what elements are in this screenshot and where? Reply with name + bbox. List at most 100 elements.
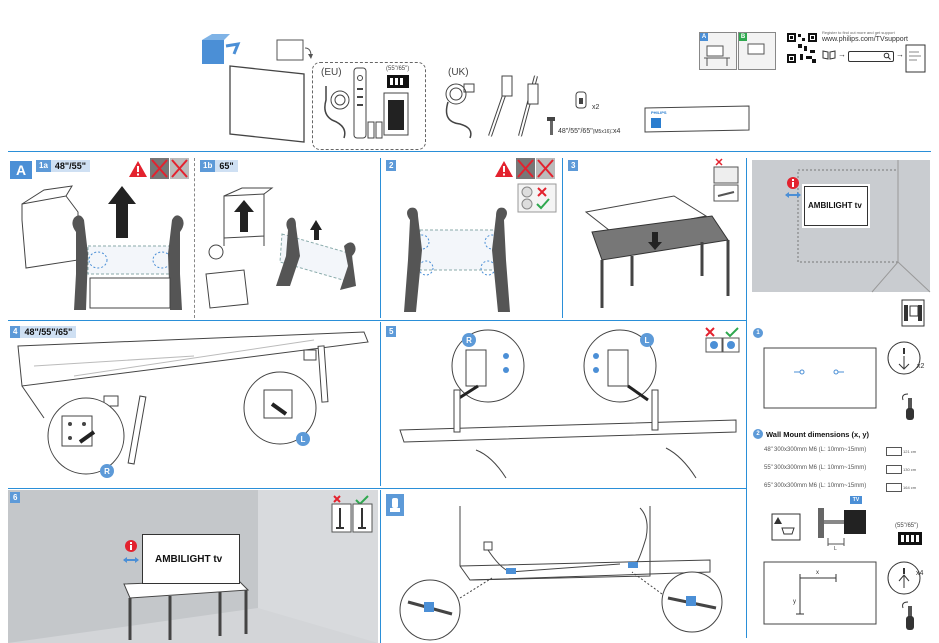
clip-quantity: x2 <box>592 104 600 111</box>
x4-label: x4 <box>916 570 924 577</box>
tv-panel-illustration <box>229 65 305 143</box>
uk-power-cord-icon <box>445 83 475 139</box>
r-marker-4: R <box>100 464 114 478</box>
screw-size-note: 48"/55"/65" <box>558 128 593 135</box>
no-touch-screen-icon-2 <box>516 158 555 179</box>
cable-tip-icon <box>386 494 404 516</box>
warning-icon-1a <box>129 161 147 177</box>
two-person-wall-icon <box>901 299 925 327</box>
support-text: Register to find out more and get suppor… <box>822 30 895 35</box>
search-field-illustration <box>848 51 894 62</box>
tv-back-screws-illustration <box>763 341 921 409</box>
divider-a-b <box>746 158 747 638</box>
row-dist: 130 cm <box>903 467 917 472</box>
step-1a-label: 48"/55" <box>50 160 90 172</box>
battery-pack-icon-b <box>898 532 922 545</box>
l-axis-label: L <box>834 546 837 552</box>
remote-control-icon <box>353 67 367 139</box>
step-2-number: 2 <box>386 160 397 171</box>
divider-2-3 <box>562 158 563 318</box>
tv-back-xy-illustration <box>763 561 921 625</box>
correct-grip-icon <box>517 183 557 213</box>
row-size: 48" <box>764 447 773 453</box>
x-axis-label: x <box>816 570 819 576</box>
step-6-tv <box>142 534 240 584</box>
warning-icon-2 <box>495 161 513 177</box>
book-icon <box>822 50 836 60</box>
y-axis-label: y <box>793 599 796 605</box>
wall-mount-row: 48" 300x300mm M6 (L: 10mm~15mm) 121 cm <box>762 445 930 459</box>
row-spec: 300x300mm M6 (L: 10mm~15mm) <box>774 483 867 489</box>
info-icon-b <box>785 177 801 198</box>
row-divider-1 <box>8 320 746 321</box>
battery-pack-icon <box>387 75 409 88</box>
screwdriver-icon-2 <box>902 601 914 630</box>
distance-icon <box>886 447 902 456</box>
divider-1a-1b <box>194 158 195 318</box>
b-step-2-number: 2 <box>753 429 763 439</box>
step-5-illustration <box>399 329 737 479</box>
wall-mount-title: Wall Mount dimensions (x, y) <box>766 430 870 439</box>
step-5-number: 5 <box>386 326 397 337</box>
step-2-illustration <box>404 207 510 312</box>
eu-accessory-box <box>312 62 426 150</box>
search-icon <box>883 52 891 60</box>
step-1b-label: 65" <box>215 160 238 172</box>
step-4-label: 48"/55"/65" <box>20 326 77 338</box>
battery-size-label: (55"/65") <box>386 66 410 72</box>
section-b-wall-scene <box>752 160 930 292</box>
warning-cart-icon <box>771 513 801 541</box>
step-4-header: 4 48"/55"/65" <box>10 326 77 338</box>
l-marker-4: L <box>296 432 310 446</box>
info-icon-6 <box>123 540 139 563</box>
support-url: www.philips.com/TVsupport <box>822 36 908 43</box>
arrow-glyph-2: → <box>896 50 904 59</box>
open-box-icon <box>202 34 241 64</box>
table-surface-icons <box>713 158 739 202</box>
arrow-glyph-1: → <box>838 50 846 59</box>
r-marker-5: R <box>462 333 476 347</box>
b-step-1-number: 1 <box>753 328 763 338</box>
row-spec: 300x300mm M6 (L: 10mm~15mm) <box>774 465 867 471</box>
l-marker-5: L <box>640 333 654 347</box>
top-accessories-area: (EU) (55"/65") (UK) <box>0 0 939 150</box>
tv-tag: TV <box>850 496 862 504</box>
step-1b-illustration <box>205 187 356 309</box>
step-6-header: 6 <box>10 492 21 503</box>
step-3-number: 3 <box>568 160 579 171</box>
step-1a-number: 1a <box>36 160 51 172</box>
thumbnail-b-wall-icon <box>747 43 765 55</box>
row-size: 65" <box>764 483 773 489</box>
thumbnail-b-letter: B <box>739 33 747 41</box>
screw-sizes: 48"/55"/65"(M5x16):x4 <box>558 128 620 135</box>
step-5-header: 5 <box>386 326 397 337</box>
thumbnail-a-table-icon <box>704 45 730 66</box>
wall-mount-row: 65" 300x300mm M6 (L: 10mm~15mm) 164 cm <box>762 481 930 495</box>
top-divider <box>8 151 931 152</box>
step-3-header: 3 <box>568 160 579 171</box>
step-1a-illustration <box>21 185 184 310</box>
no-touch-screen-icon-1a <box>150 158 189 179</box>
distance-icon <box>886 465 902 474</box>
step-1b-number: 1b <box>200 160 216 172</box>
section-a-letter: A <box>10 161 32 179</box>
philips-box-illustration <box>644 105 750 133</box>
cable-clip-icon <box>575 91 587 109</box>
step-1b-header: 1b 65" <box>200 160 238 172</box>
uk-label: (UK) <box>448 67 469 78</box>
row-dist: 164 cm <box>903 485 917 490</box>
x2-label: x2 <box>917 363 925 370</box>
row-spec: 300x300mm M6 (L: 10mm~15mm) <box>774 447 867 453</box>
divider-1b-2 <box>380 158 381 318</box>
batteries-icon <box>367 121 383 139</box>
step-4-number: 4 <box>10 326 21 338</box>
thumbnail-a-letter: A <box>700 33 708 41</box>
row-divider-2 <box>8 488 746 489</box>
qr-code-icon <box>786 32 818 64</box>
cable-management-illustration <box>399 506 723 641</box>
distance-icon <box>886 483 902 492</box>
wall-tv <box>804 186 868 226</box>
bracket-depth-illustration <box>818 508 866 546</box>
stand-feet-icon <box>488 75 539 137</box>
screwdriver-icon-1 <box>902 393 914 420</box>
